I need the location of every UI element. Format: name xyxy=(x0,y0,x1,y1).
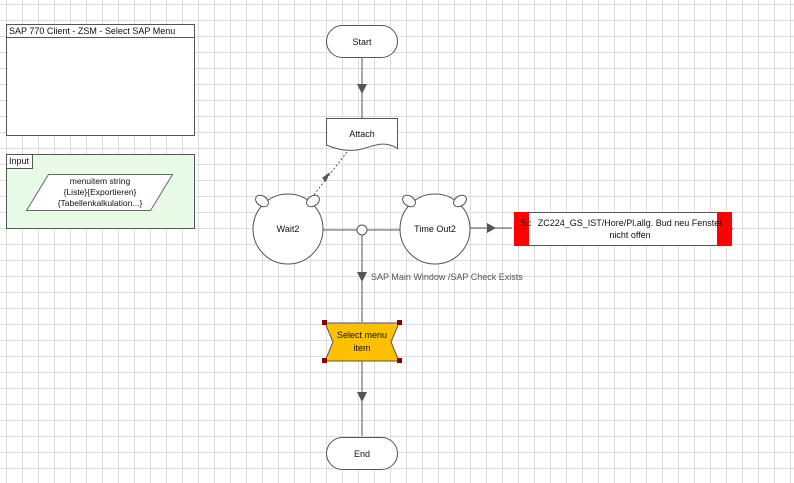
select-label-line: item xyxy=(353,343,371,353)
resize-handle[interactable] xyxy=(397,320,402,325)
resize-handle[interactable] xyxy=(322,320,327,325)
input-panel-label: Input xyxy=(9,156,30,166)
resize-handle[interactable] xyxy=(397,358,402,363)
edge-attach-wait[interactable] xyxy=(312,151,348,197)
timeout-node[interactable] xyxy=(399,193,471,265)
select-menu-item-node[interactable] xyxy=(322,320,402,363)
select-label-line: Select menu xyxy=(336,330,388,340)
input-panel[interactable] xyxy=(6,154,195,229)
title-panel[interactable] xyxy=(6,24,195,136)
end-node[interactable] xyxy=(326,437,398,470)
input-parameter-line: {Tabellenkalkulation...} xyxy=(57,197,143,208)
resize-handle[interactable] xyxy=(322,358,327,363)
start-node[interactable] xyxy=(326,25,398,58)
arrowhead xyxy=(357,392,367,402)
attach-label: Attach xyxy=(349,129,375,139)
input-parameter-line: menuitem string xyxy=(69,175,131,186)
timer-knob-left xyxy=(402,194,416,208)
select-menu-item-label: Select menu item xyxy=(330,326,394,358)
arrowheads xyxy=(322,84,496,402)
timer-knob-right xyxy=(453,194,467,208)
input-parameter-line: {Liste}{Exportieren} xyxy=(63,186,137,197)
error-node[interactable] xyxy=(514,212,734,246)
split-connector[interactable] xyxy=(356,224,368,236)
error-bar-left xyxy=(514,212,529,246)
arrowhead xyxy=(357,84,367,94)
input-parameter-shape[interactable] xyxy=(25,174,174,211)
end-label: End xyxy=(353,448,370,459)
error-label: ZC224_GS_IST/Hore/Pl.allg. Bud neu Fenst… xyxy=(530,214,730,244)
timer-knob-left xyxy=(255,194,269,208)
arrowhead xyxy=(357,272,367,282)
error-label-line: ZC224_GS_IST/Hore/Pl.allg. Bud neu Fenst… xyxy=(537,218,723,228)
start-label: Start xyxy=(352,36,372,47)
wait-label: Wait2 xyxy=(276,224,300,234)
timer-knob-right xyxy=(306,194,320,208)
timeout-label: Time Out2 xyxy=(414,224,456,234)
error-short-label: Sc xyxy=(520,218,532,228)
wait-node[interactable] xyxy=(252,193,324,265)
input-parameter-text: menuitem string {Liste}{Exportieren} {Ta… xyxy=(40,174,160,210)
error-label-line: nicht offen xyxy=(609,230,651,240)
error-bar-right xyxy=(717,212,732,246)
main-path-label: SAP Main Window /SAP Check Exists xyxy=(371,272,523,282)
edges xyxy=(288,58,512,436)
arrowhead xyxy=(322,172,330,182)
arrowhead xyxy=(487,223,496,233)
title-panel-label: SAP 770 Client - ZSM - Select SAP Menu xyxy=(9,26,176,36)
attach-node[interactable] xyxy=(326,118,398,151)
